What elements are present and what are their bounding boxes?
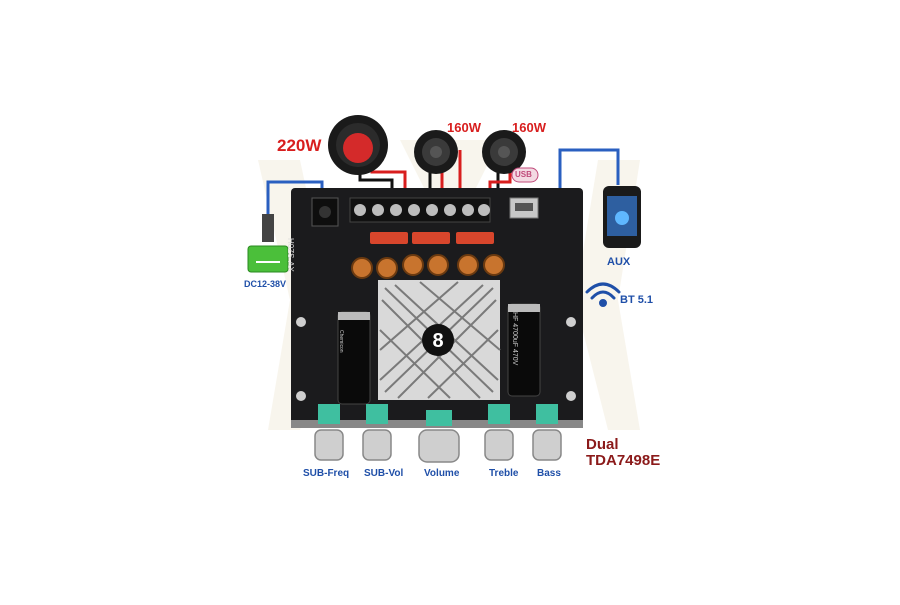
dc-power-jack	[311, 197, 339, 227]
model-label-line1: Dual	[586, 436, 619, 453]
bluetooth-label: BT 5.1	[620, 294, 654, 306]
speaker-terminal-block	[349, 197, 491, 223]
board-silk-label: H0ZS-AX	[286, 238, 295, 272]
subwoofer-speaker	[328, 115, 388, 175]
control-knobs	[314, 429, 562, 463]
aux-wire	[558, 148, 620, 210]
film-capacitors	[370, 232, 494, 244]
electrolytic-capacitor-right	[507, 303, 541, 397]
dc-power-adapter	[247, 214, 289, 273]
capacitor-right-text: HF 4700uF 470V	[511, 312, 518, 366]
model-label-line2: TDA7498E	[586, 452, 661, 469]
right-speaker-power-label: 160W	[512, 120, 546, 135]
left-speaker-power-label: 160W	[447, 120, 481, 135]
knob-label-bass: Bass	[537, 468, 561, 479]
dc-input-label: DC12-38V	[244, 279, 287, 289]
aux-label: AUX	[607, 256, 631, 268]
potentiometer-bases	[318, 404, 558, 426]
inductor-coils	[351, 254, 505, 279]
speaker-right	[482, 130, 526, 174]
usb-label: USB	[515, 170, 532, 179]
usb-port	[509, 197, 539, 219]
speaker-left	[414, 130, 458, 174]
electrolytic-capacitor-left	[337, 311, 371, 405]
heatsink: 8	[378, 280, 501, 400]
svg-text:8: 8	[432, 330, 443, 352]
knob-label-sub-vol: SUB-Vol	[364, 468, 404, 479]
subwoofer-power-label: 220W	[277, 136, 322, 155]
knob-label-treble: Treble	[489, 468, 519, 479]
bluetooth-icon	[585, 282, 621, 307]
knob-label-sub-freq: SUB-Freq	[303, 468, 350, 479]
knob-label-volume: Volume	[424, 468, 460, 479]
phone-device	[603, 186, 641, 248]
capacitor-left-text: Chemicon	[338, 330, 344, 353]
usb-badge	[511, 167, 539, 183]
